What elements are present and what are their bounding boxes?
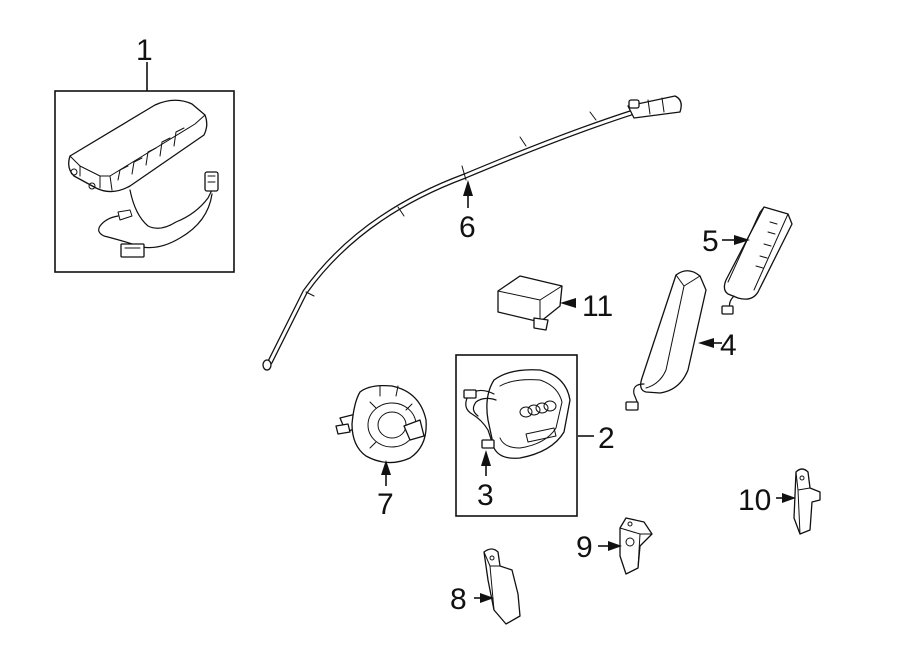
part-11-group: 11 [497, 275, 613, 331]
part-8-group: 8 [450, 548, 521, 625]
callout-1: 1 [136, 34, 153, 67]
callout-11: 11 [582, 290, 613, 323]
callout-10: 10 [738, 484, 771, 517]
part-3-group: 3 [463, 389, 497, 512]
side-airbag-module-icon[interactable] [721, 206, 793, 315]
part-1-group: 1 [54, 34, 235, 273]
curtain-airbag-icon[interactable] [262, 95, 682, 371]
callout-7: 7 [377, 488, 394, 521]
callout-2: 2 [598, 422, 615, 455]
callout-8: 8 [450, 583, 467, 616]
part-10-group: 10 [738, 468, 821, 535]
airbag-connector-harness-icon[interactable] [463, 389, 497, 449]
callout-4: 4 [720, 329, 737, 362]
callout-3: 3 [477, 479, 494, 512]
callout-6: 6 [459, 211, 476, 244]
part-7-group: 7 [335, 384, 427, 521]
part-4-group: 4 [625, 270, 737, 411]
part-1-frame [54, 90, 235, 273]
part-5-group: 5 [702, 206, 793, 315]
part-2-frame [455, 354, 578, 517]
impact-sensor-icon[interactable] [793, 468, 821, 535]
part-9-group: 9 [576, 517, 653, 575]
callout-5: 5 [702, 225, 719, 258]
control-module-icon[interactable] [497, 275, 563, 331]
clockspring-icon[interactable] [335, 384, 427, 464]
seat-side-airbag-icon[interactable] [625, 270, 707, 411]
passenger-airbag-module-icon[interactable] [68, 99, 219, 258]
steering-wheel-airbag-icon[interactable] [486, 369, 571, 459]
impact-sensor-icon[interactable] [619, 517, 653, 575]
callout-9: 9 [576, 531, 593, 564]
part-2-group: 2 [455, 354, 615, 517]
part-6-group: 6 [262, 95, 682, 371]
impact-sensor-icon[interactable] [483, 548, 521, 625]
